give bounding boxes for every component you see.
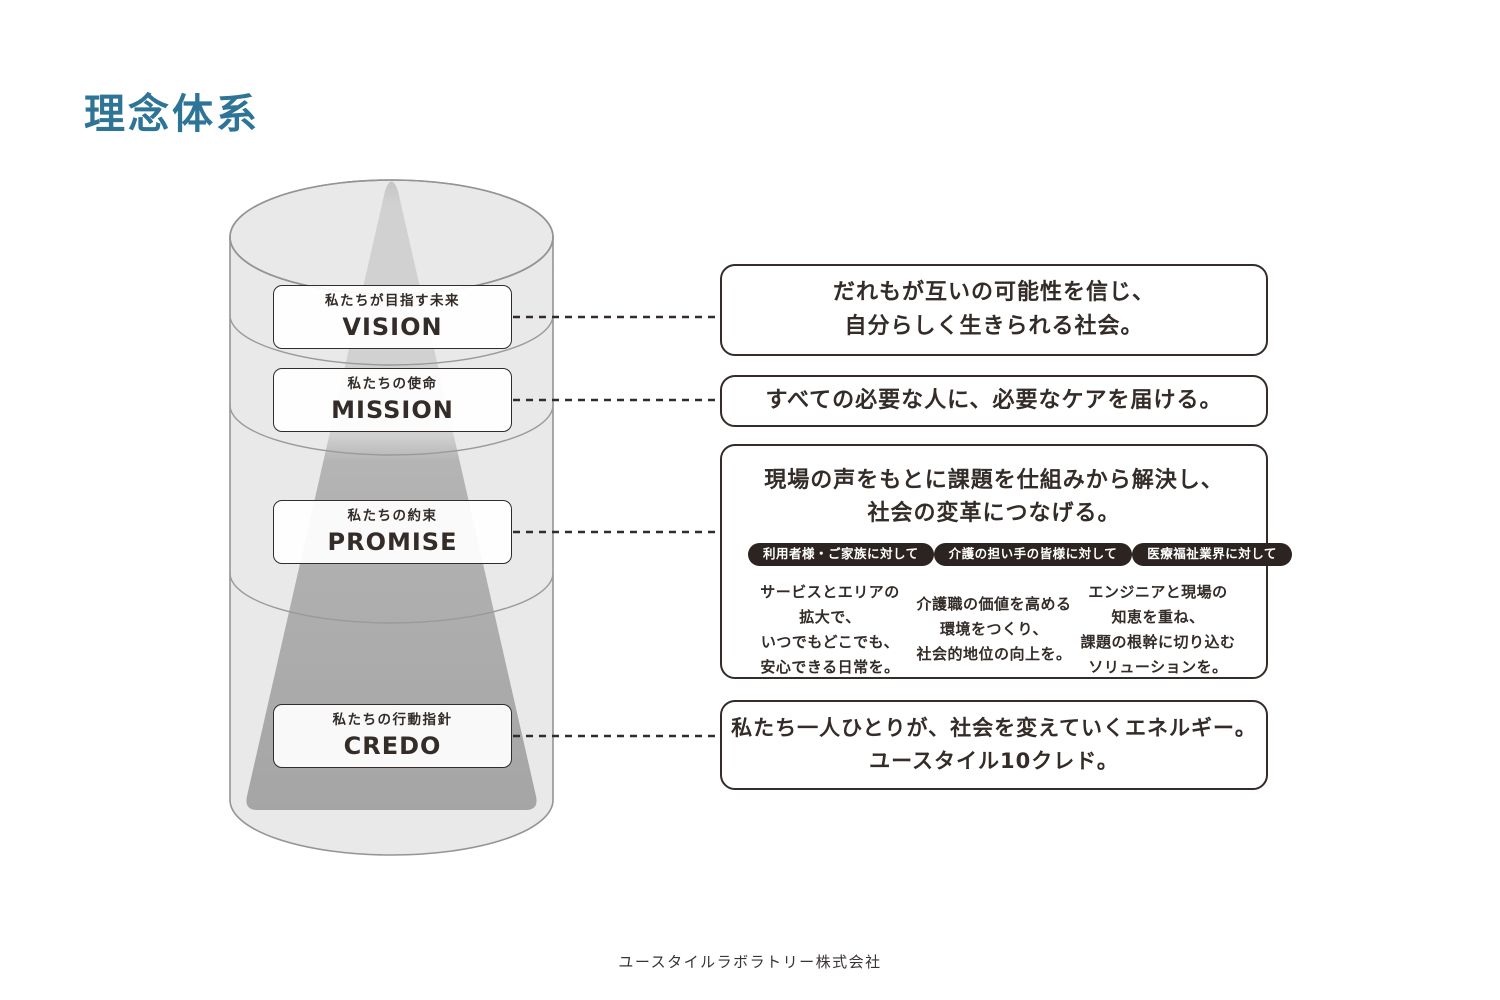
audience-text-industry: エンジニアと現場の 知恵を重ね、 課題の根幹に切り込む ソリューションを。 — [1080, 582, 1236, 676]
level-box-mission: 私たちの使命 MISSION — [273, 368, 512, 432]
promise-heading: 現場の声をもとに課題を仕組みから解決し、 社会の変革につなげる。 — [764, 468, 1224, 526]
level-label: PROMISE — [327, 528, 458, 557]
vision-description: だれもが互いの可能性を信じ、 自分らしく生きられる社会。 — [832, 280, 1155, 339]
level-label: CREDO — [343, 732, 442, 761]
divider-arc-3 — [229, 572, 554, 624]
divider-arc-1 — [229, 314, 554, 366]
promise-description-box: 現場の声をもとに課題を仕組みから解決し、 社会の変革につなげる。 利用者様・ご家… — [720, 444, 1292, 679]
promise-badge-row: 利用者様・ご家族に対して 介護の担い手の皆様に対して 医療福祉業界に対して — [748, 543, 1292, 566]
company-name: ユースタイルラボラトリー株式会社 — [618, 953, 882, 971]
audience-badge-users: 利用者様・ご家族に対して — [748, 543, 934, 566]
credo-description: 私たち一人ひとりが、社会を変えていくエネルギー。 ユースタイル10クレド。 — [731, 716, 1257, 773]
mission-description-box: すべての必要な人に、必要なケアを届ける。 — [720, 375, 1268, 427]
audience-col: 医療福祉業界に対して — [1132, 543, 1292, 566]
level-sublabel: 私たちの約束 — [347, 507, 438, 524]
audience-badge-caregivers: 介護の担い手の皆様に対して — [933, 543, 1133, 566]
divider-arc-2 — [229, 404, 554, 456]
vision-description-box: だれもが互いの可能性を信じ、 自分らしく生きられる社会。 — [720, 264, 1268, 356]
audience-badge-industry: 医療福祉業界に対して — [1132, 543, 1292, 566]
level-label: MISSION — [331, 396, 454, 425]
credo-description-box: 私たち一人ひとりが、社会を変えていくエネルギー。 ユースタイル10クレド。 — [720, 700, 1268, 790]
mission-description: すべての必要な人に、必要なケアを届ける。 — [765, 388, 1223, 413]
audience-col: 利用者様・ご家族に対して — [748, 543, 934, 566]
level-box-credo: 私たちの行動指針 CREDO — [273, 704, 512, 768]
audience-text-users: サービスとエリアの 拡大で、 いつでもどこでも、 安心できる日常を。 — [760, 582, 900, 676]
audience-col: 介護の担い手の皆様に対して — [933, 543, 1133, 566]
audience-text-caregivers: 介護職の価値を高める 環境をつくり、 社会的地位の向上を。 — [916, 595, 1072, 663]
spotlight-cone — [246, 181, 537, 810]
level-sublabel: 私たちが目指す未来 — [325, 292, 460, 309]
level-label: VISION — [342, 313, 443, 342]
level-sublabel: 私たちの使命 — [347, 375, 438, 392]
page-title: 理念体系 — [84, 90, 260, 138]
level-sublabel: 私たちの行動指針 — [332, 711, 453, 728]
promise-audience-texts: サービスとエリアの 拡大で、 いつでもどこでも、 安心できる日常を。 介護職の価… — [748, 575, 1240, 685]
level-box-promise: 私たちの約束 PROMISE — [273, 500, 512, 564]
level-box-vision: 私たちが目指す未来 VISION — [273, 285, 512, 349]
